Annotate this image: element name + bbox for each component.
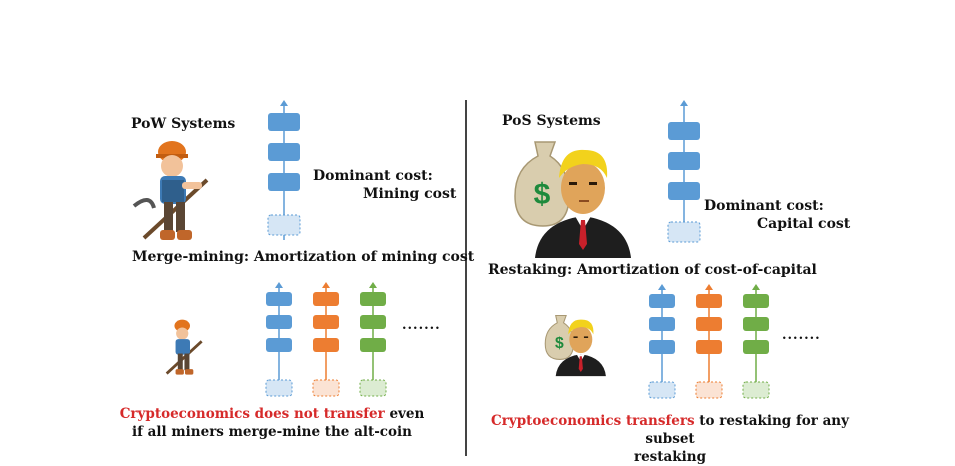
pos-chain [667, 100, 701, 243]
restaking-title: Restaking: Amortization of cost-of-capit… [488, 262, 817, 278]
pow-chain [267, 100, 301, 240]
small-miner-icon [165, 319, 203, 375]
dollar-sign: $ [555, 335, 564, 352]
left-ellipsis: ....... [402, 318, 441, 333]
pos-caption-line2: restaking [633, 449, 707, 465]
right-ellipsis: ....... [782, 328, 821, 343]
pow-heading: PoW Systems [131, 116, 236, 132]
block [268, 143, 300, 161]
restaking-chains [648, 284, 770, 399]
pos-heading: PoS Systems [502, 113, 601, 129]
pos-caption: Cryptoeconomics transfers to restaking f… [480, 412, 860, 466]
small-money-bag-investor-icon: $ [544, 314, 606, 377]
dollar-sign: $ [534, 178, 551, 211]
pos-caption-rest: to restaking for any subset [645, 413, 849, 447]
merge-mining-title: Merge-mining: Amortization of mining cos… [132, 249, 475, 265]
panel-divider [465, 100, 467, 456]
pow-caption-highlight: Cryptoeconomics does not transfer [119, 406, 385, 422]
pow-caption: Cryptoeconomics does not transfer even i… [112, 405, 432, 441]
pow-caption-line2: if all miners merge-mine the alt-coin [132, 424, 412, 440]
money-bag-investor-icon: $ [514, 141, 631, 258]
pending-block [267, 214, 301, 236]
pos-cost-label: Dominant cost: [704, 198, 824, 214]
pow-cost-label: Dominant cost: [313, 168, 433, 184]
block [268, 113, 300, 131]
pow-caption-rest: even [384, 406, 425, 422]
pos-cost-value: Capital cost [757, 216, 851, 232]
merge-chains [265, 282, 387, 397]
pow-cost-value: Mining cost [363, 186, 457, 202]
block [268, 173, 300, 191]
miner-icon [132, 141, 209, 240]
pos-caption-highlight: Cryptoeconomics transfers [491, 413, 695, 429]
